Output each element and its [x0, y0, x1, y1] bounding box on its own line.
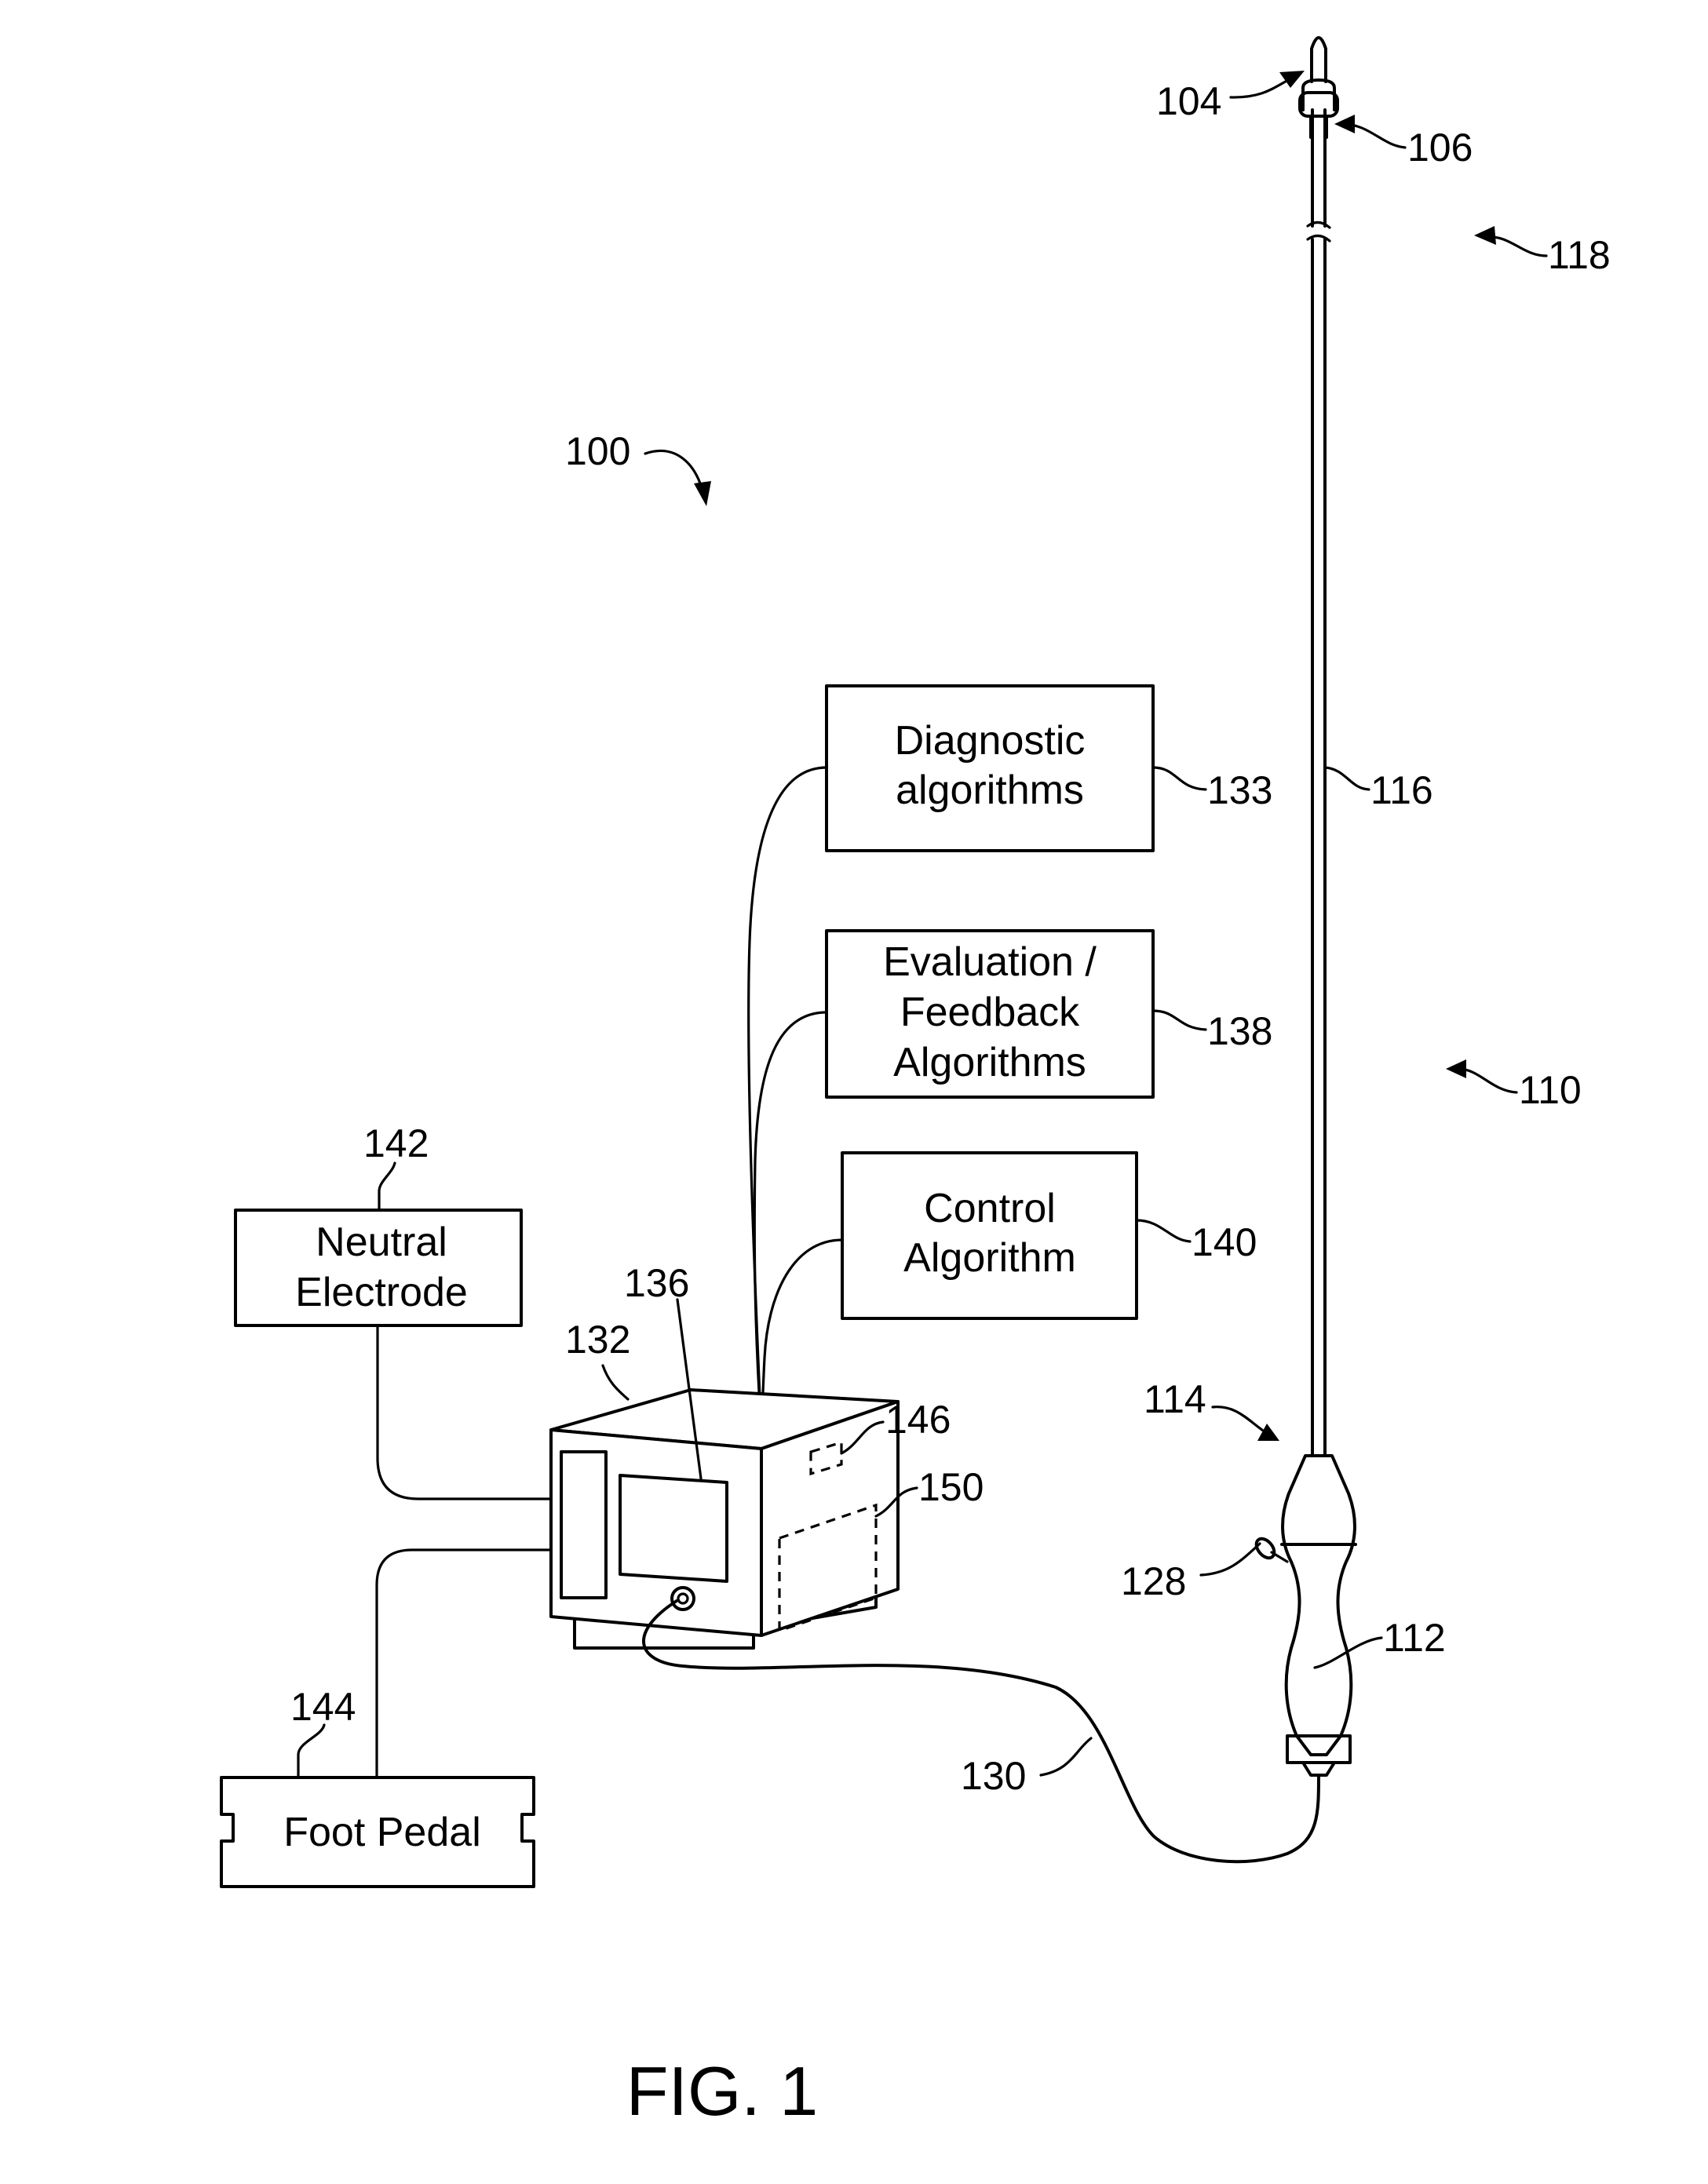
- ref-146: 146: [885, 1398, 951, 1442]
- leader-116: [1325, 767, 1369, 789]
- generator-unit: [551, 1390, 898, 1648]
- leader-128: [1201, 1544, 1260, 1575]
- arrow-118-head: [1474, 226, 1496, 245]
- ref-116: 116: [1370, 768, 1433, 812]
- diagnostic-box-line-2: algorithms: [896, 767, 1084, 813]
- diagnostic-box-line-1: Diagnostic: [895, 718, 1086, 764]
- arrow-110-head: [1446, 1059, 1466, 1078]
- arrow-100: [645, 451, 703, 490]
- ref-136: 136: [624, 1261, 689, 1305]
- ref-128: 128: [1121, 1559, 1186, 1603]
- evaluation-feedback-algorithms-box: Evaluation / Feedback Algorithms: [827, 931, 1153, 1097]
- leader-140: [1137, 1220, 1190, 1241]
- leader-142: [379, 1163, 395, 1210]
- neutral-box-line-1: Neutral: [316, 1220, 447, 1265]
- evaluation-box-line-2: Feedback: [900, 990, 1080, 1035]
- probe-instrument: [1253, 38, 1356, 1775]
- arrow-100-head: [694, 481, 711, 506]
- arrow-106-head: [1334, 115, 1355, 133]
- evaluation-box-line-1: Evaluation /: [883, 939, 1097, 985]
- ref-142: 142: [363, 1121, 429, 1165]
- ref-112: 112: [1383, 1616, 1446, 1660]
- ref-133: 133: [1207, 768, 1272, 812]
- figure-caption: FIG. 1: [626, 2052, 819, 2130]
- diagnostic-algorithms-box: Diagnostic algorithms: [827, 686, 1153, 851]
- arrow-118: [1487, 237, 1546, 256]
- neutral-electrode-box: Neutral Electrode: [235, 1210, 521, 1325]
- ref-114: 114: [1144, 1377, 1206, 1421]
- control-box-line-2: Algorithm: [903, 1235, 1076, 1281]
- neutral-box-line-2: Electrode: [295, 1270, 468, 1315]
- leader-133: [1153, 767, 1206, 789]
- ref-144: 144: [290, 1685, 356, 1729]
- arrow-114-head: [1257, 1424, 1279, 1441]
- arrow-104-head: [1279, 71, 1305, 88]
- ref-104: 104: [1156, 79, 1221, 123]
- foot-pedal-wire: [377, 1550, 551, 1777]
- ref-150: 150: [918, 1465, 984, 1509]
- neutral-electrode-wire: [378, 1325, 551, 1499]
- ref-132: 132: [565, 1318, 630, 1362]
- foot-pedal-label: Foot Pedal: [283, 1810, 481, 1855]
- control-box-line-1: Control: [924, 1186, 1056, 1231]
- ref-118: 118: [1548, 233, 1611, 277]
- leader-138: [1153, 1011, 1206, 1030]
- ref-100: 100: [565, 429, 630, 473]
- arrow-110: [1458, 1069, 1516, 1092]
- control-algorithm-box: Control Algorithm: [842, 1153, 1137, 1318]
- cable-130: [644, 1601, 1319, 1861]
- arrow-114: [1213, 1407, 1265, 1432]
- leader-104: [1231, 78, 1291, 97]
- leader-144: [298, 1725, 324, 1777]
- leader-130: [1041, 1738, 1091, 1775]
- ref-140: 140: [1192, 1220, 1257, 1264]
- ref-130: 130: [961, 1754, 1026, 1798]
- ref-106: 106: [1407, 126, 1473, 170]
- evaluation-box-line-3: Algorithms: [893, 1040, 1086, 1085]
- ref-110: 110: [1519, 1068, 1582, 1112]
- ref-138: 138: [1207, 1009, 1272, 1053]
- leader-132: [603, 1365, 628, 1399]
- evaluation-link-curve: [754, 1012, 827, 1433]
- foot-pedal-box: Foot Pedal: [221, 1777, 534, 1887]
